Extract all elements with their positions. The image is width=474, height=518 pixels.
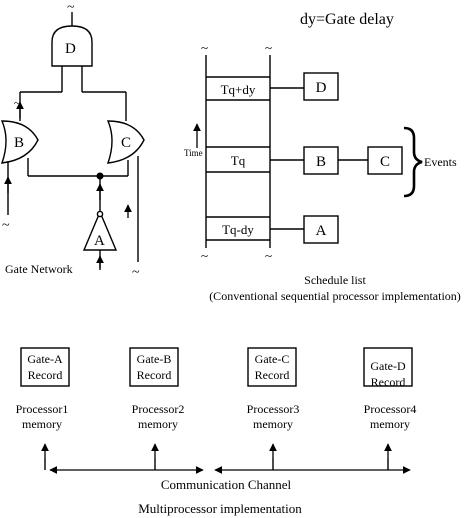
- record-box-gate-c: [247, 347, 297, 387]
- record-box-gate-b: [129, 347, 179, 387]
- record-b-line2: Record: [137, 368, 172, 382]
- events-label: Events: [424, 155, 457, 169]
- memory-3-line2: memory: [253, 417, 293, 431]
- record-d-line2: Record: [371, 375, 406, 389]
- record-b-line1: Gate-B: [137, 352, 172, 366]
- event-box-d: [303, 72, 339, 101]
- event-box-a: [303, 215, 339, 244]
- record-a-line1: Gate-A: [27, 352, 63, 366]
- record-c-line2: Record: [255, 368, 290, 382]
- record-box-gate-a: [20, 347, 70, 387]
- memory-4-line1: Processor4: [364, 402, 417, 416]
- slot-label-tq-plus-dy: Tq+dy: [221, 82, 256, 97]
- svg-text:~: ~: [132, 265, 140, 280]
- gate-b-or-shape: [0, 120, 39, 164]
- record-box-gate-d: [363, 347, 413, 387]
- gate-d-and-shape: [51, 25, 93, 67]
- gate-c-label: C: [121, 135, 131, 151]
- memory-1-line2: memory: [22, 417, 62, 431]
- gate-d-label: D: [65, 41, 76, 57]
- gate-b-label: B: [14, 135, 24, 151]
- gate-network-caption: Gate Network: [5, 262, 73, 276]
- record-a-line2: Record: [28, 368, 63, 382]
- schedule-list: ~ ~ ~ ~: [201, 40, 423, 263]
- memory-2-line1: Processor2: [132, 402, 185, 416]
- memory-1-line1: Processor1: [16, 402, 69, 416]
- schedule-subcaption: (Conventional sequential processor imple…: [209, 289, 461, 303]
- svg-text:~: ~: [201, 40, 208, 55]
- slot-label-tq-minus-dy: Tq-dy: [222, 222, 254, 237]
- schedule-caption: Schedule list: [304, 273, 366, 287]
- memory-2-line2: memory: [138, 417, 178, 431]
- event-box-c: [367, 146, 403, 175]
- multiprocessor: [20, 347, 413, 470]
- event-label-b: B: [316, 154, 326, 170]
- gate-a-label: A: [94, 233, 105, 249]
- gate-d-output-tilde: ~: [67, 0, 75, 15]
- svg-text:~: ~: [265, 248, 272, 263]
- svg-text:~: ~: [201, 248, 208, 263]
- communication-channel-label: Communication Channel: [161, 477, 292, 492]
- gate-c-or-shape: [106, 120, 145, 164]
- event-label-d: D: [316, 80, 327, 96]
- event-box-b: [303, 146, 339, 175]
- multiprocessor-caption: Multiprocessor implementation: [138, 501, 302, 516]
- events-brace: [403, 126, 423, 198]
- record-c-line1: Gate-C: [255, 352, 290, 366]
- slot-label-tq: Tq: [231, 153, 246, 168]
- memory-4-line2: memory: [370, 417, 410, 431]
- gate-delay-note: dy=Gate delay: [300, 11, 394, 28]
- memory-3-line1: Processor3: [247, 402, 300, 416]
- svg-text:~: ~: [265, 40, 272, 55]
- event-label-c: C: [380, 154, 390, 170]
- event-label-a: A: [316, 223, 327, 239]
- record-d-line1: Gate-D: [370, 359, 406, 373]
- svg-text:~: ~: [2, 218, 10, 233]
- time-axis-label: Time: [184, 148, 203, 158]
